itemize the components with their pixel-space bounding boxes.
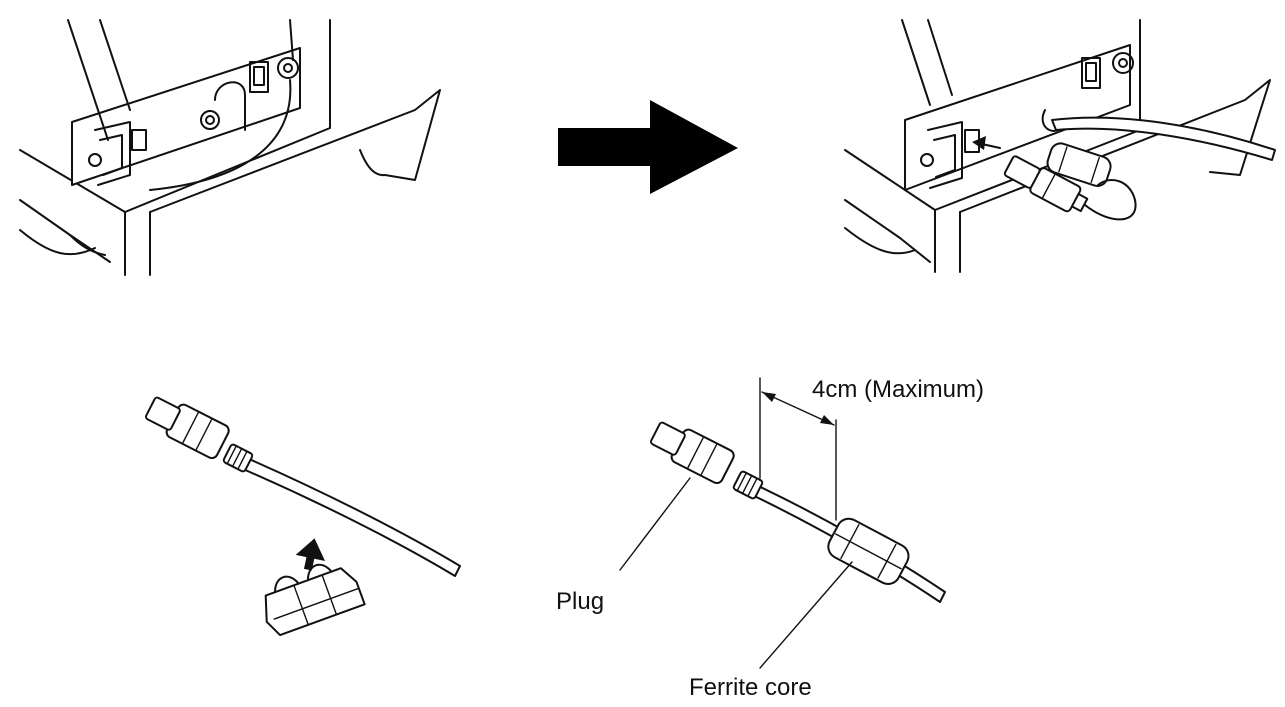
- printer-rear-before: [19, 19, 441, 276]
- distance-label: 4cm (Maximum): [812, 376, 984, 403]
- plug-label: Plug: [556, 588, 605, 615]
- cable-with-installed-ferrite: [619, 377, 946, 669]
- printer-rear-after: [844, 19, 1276, 273]
- ferrite-core-label: Ferrite core: [689, 674, 812, 701]
- right-arrow-icon: [558, 100, 738, 194]
- cable-with-open-ferrite: [145, 396, 461, 637]
